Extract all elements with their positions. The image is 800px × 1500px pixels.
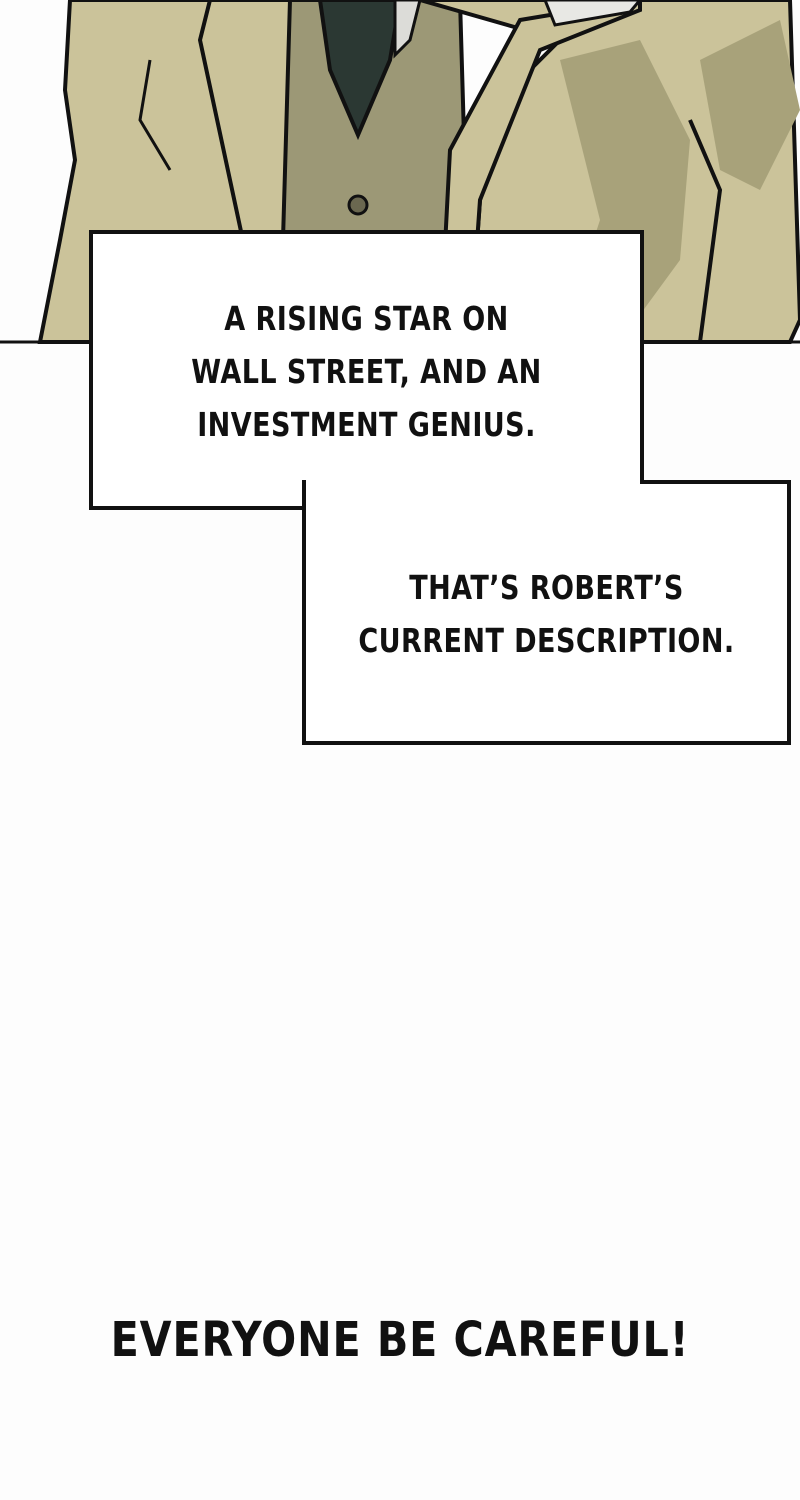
- jacket-right-lapel: [437, 0, 642, 344]
- sleeve-fold-2: [138, 59, 172, 171]
- jacket-right-shadow-2: [700, 20, 800, 190]
- caption-box-2: THAT’S ROBERT’S CURRENT DESCRIPTION.: [302, 480, 791, 745]
- caption-joiner: [306, 476, 640, 506]
- shirt-collar: [393, 0, 422, 59]
- tie: [317, 0, 403, 141]
- vest-button: [347, 194, 369, 216]
- caption-text-2: THAT’S ROBERT’S CURRENT DESCRIPTION.: [358, 568, 735, 660]
- caption-box-1: A RISING STAR ON WALL STREET, AND AN INV…: [89, 230, 644, 510]
- sleeve-fold: [688, 119, 723, 343]
- shirt-cuff: [543, 0, 642, 27]
- shout-text: EVERYONE BE CAREFUL!: [110, 1312, 690, 1368]
- caption-text-1: A RISING STAR ON WALL STREET, AND AN INV…: [191, 299, 542, 444]
